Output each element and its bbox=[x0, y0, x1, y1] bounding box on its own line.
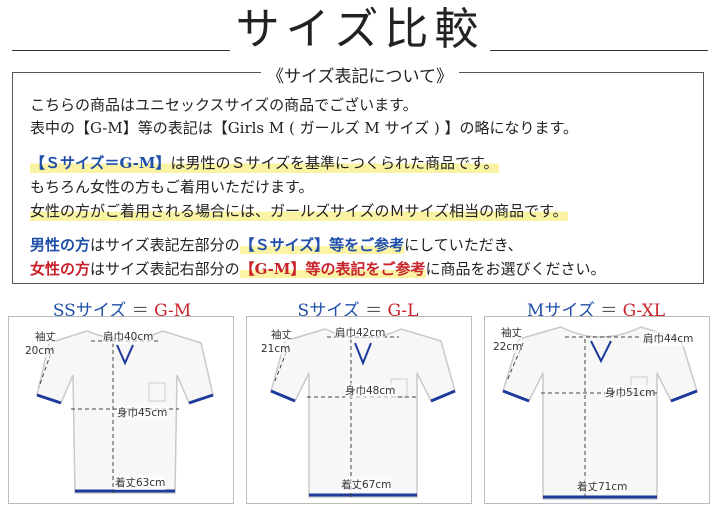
page-title: サイズ比較 bbox=[235, 4, 485, 55]
sleeve-value: 21cm bbox=[261, 343, 291, 355]
chest-width: 身巾45cm bbox=[117, 405, 168, 420]
sleeve-label: 袖丈 bbox=[271, 327, 292, 342]
chest-width: 身巾48cm bbox=[345, 383, 396, 398]
sleeve-label: 袖丈 bbox=[35, 329, 56, 344]
body-length: 着丈67cm bbox=[341, 477, 392, 492]
sleeve-label: 袖丈 bbox=[501, 325, 522, 340]
body-length: 着丈63cm bbox=[115, 475, 166, 490]
title-rule-left bbox=[12, 50, 230, 51]
s-equals-gm: 【Ｓサイズ＝G-M】 bbox=[30, 154, 171, 172]
shoulder-width: 肩巾44cm bbox=[643, 331, 694, 346]
info-line-5: 女性の方がご着用される場合には、ガールズサイズのＭサイズ相当の商品です。 bbox=[30, 200, 568, 221]
shirt-panel-s: 袖丈 21cm 肩巾42cm 身巾48cm 着丈67cm bbox=[246, 316, 472, 504]
info-line-3: 【Ｓサイズ＝G-M】は男性のＳサイズを基準につくられた商品です。 bbox=[30, 152, 499, 173]
info-line-7: 女性の方はサイズ表記右部分の【G-M】等の表記をご参考に商品をお選びください。 bbox=[30, 260, 606, 278]
info-line-4: もちろん女性の方もご着用いただけます。 bbox=[30, 178, 314, 196]
sleeve-value: 22cm bbox=[493, 341, 523, 353]
chest-width: 身巾51cm bbox=[605, 385, 656, 400]
info-line-6: 男性の方はサイズ表記左部分の【Ｓサイズ】等をご参考にしていただき、 bbox=[30, 236, 523, 254]
info-line-2: 表中の【G-M】等の表記は【Girls M ( ガールズ M サイズ ) 】の略… bbox=[30, 119, 578, 137]
shirt-panel-m: 袖丈 22cm 肩巾44cm 身巾51cm 着丈71cm bbox=[484, 316, 710, 504]
info-heading: 《サイズ表記について》 bbox=[0, 62, 720, 87]
info-line-1: こちらの商品はユニセックスサイズの商品でございます。 bbox=[30, 96, 418, 114]
shirt-panel-ss: 袖丈 20cm 肩巾40cm 身巾45cm 着丈63cm bbox=[8, 316, 234, 504]
shoulder-width: 肩巾40cm bbox=[103, 329, 154, 344]
title-rule-right bbox=[490, 50, 708, 51]
polo-shirt-icon bbox=[502, 326, 698, 500]
body-length: 着丈71cm bbox=[577, 479, 628, 494]
sleeve-value: 20cm bbox=[25, 345, 55, 357]
shoulder-width: 肩巾42cm bbox=[335, 325, 386, 340]
